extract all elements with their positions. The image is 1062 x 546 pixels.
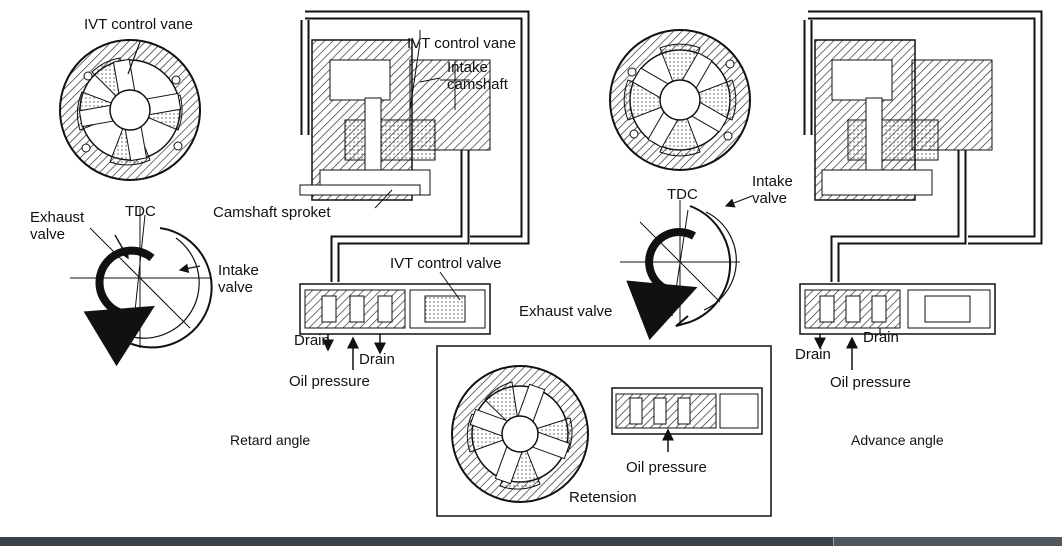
label-intake-valve-right: Intake valve <box>752 173 793 207</box>
label-intake-valve-left: Intake valve <box>218 262 259 296</box>
label-ivt-control-vane-left: IVT control vane <box>84 16 193 33</box>
label-oil-pressure-retard: Oil pressure <box>289 373 370 390</box>
label-tdc-left: TDC <box>125 203 156 220</box>
timing-dial-retard <box>70 208 213 367</box>
label-oil-pressure-retension: Oil pressure <box>626 459 707 476</box>
hydraulic-section-retard <box>299 10 530 370</box>
label-drain-d: Drain <box>795 346 831 363</box>
rotor-retard <box>59 39 201 181</box>
label-ivt-control-vane-center: IVT control vane <box>407 35 516 52</box>
timing-dial-advance <box>620 195 753 341</box>
label-tdc-right: TDC <box>667 186 698 203</box>
label-camshaft-sproket: Camshaft sproket <box>213 204 331 221</box>
label-drain-b: Drain <box>359 351 395 368</box>
footer-bar-segment <box>833 537 1062 546</box>
label-oil-pressure-advance: Oil pressure <box>830 374 911 391</box>
label-ivt-control-valve: IVT control valve <box>390 255 502 272</box>
label-exhaust-valve-right: Exhaust valve <box>519 303 613 320</box>
label-drain-c: Drain <box>863 329 899 346</box>
caption-retard-angle: Retard angle <box>230 432 311 448</box>
label-exhaust-valve-left: Exhaust valve <box>30 209 85 243</box>
caption-advance-angle: Advance angle <box>851 432 944 448</box>
retension-inset <box>436 345 772 517</box>
footer-bar <box>0 537 1062 546</box>
label-drain-a: Drain <box>294 332 330 349</box>
label-retension: Retension <box>569 489 637 506</box>
label-intake-camshaft: Intake camshaft <box>447 59 508 93</box>
hydraulic-section-advance <box>799 10 1043 370</box>
rotor-advance <box>609 29 751 171</box>
